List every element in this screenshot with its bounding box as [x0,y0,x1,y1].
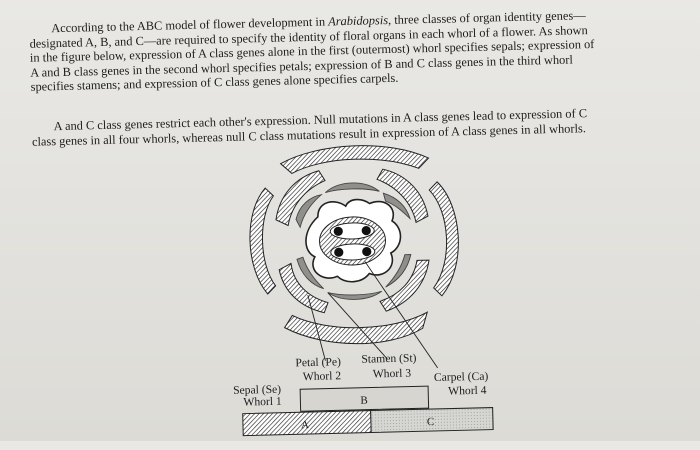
sepal-left [249,187,277,295]
whorl4-label: Whorl 4 [448,384,487,398]
stamen-upper-right [382,192,411,221]
sepal-label: Sepal (Se) [233,383,281,397]
carpel-whorl [305,198,402,283]
gene-c-label: C [427,416,435,428]
petal-upper-left [275,170,326,227]
sepal-right [428,181,459,297]
carpel-leader [364,261,439,369]
stamen-bottom [327,290,383,300]
ovule [333,226,343,236]
gene-b-box [299,385,430,412]
stamen-whorl [295,182,412,300]
stamen-lower-left [296,256,324,290]
stamen-label: Stamen (St) [361,351,417,365]
whorl3-label: Whorl 3 [373,367,412,381]
stamen-leader [327,292,388,360]
gene-b-label: B [360,395,368,407]
petal-label: Petal (Pe) [295,355,341,369]
whorl1-label: Whorl 1 [243,395,282,409]
whorl2-label: Whorl 2 [303,369,342,383]
petal-leader [307,294,326,361]
gene-expression-bars: B A C [242,385,494,437]
petal-whorl [275,168,430,314]
gene-a-label: A [301,419,309,431]
leader-lines [307,261,439,369]
petal-lower-right [379,259,430,312]
sepal-bottom [283,311,429,345]
flower-whorls [249,145,459,345]
ovule [362,246,372,257]
ovule [361,226,371,236]
sepal-top [279,145,430,175]
stamen-upper-left [295,193,323,229]
stamen-lower-right [385,254,412,288]
ovule [334,247,344,257]
ovule-chamber-top [329,222,375,240]
gene-c-box [370,407,494,434]
petal-upper-right [376,168,429,224]
stamen-top [325,182,380,194]
carpel-label: Carpel (Ca) [434,370,489,384]
sepal-whorl [249,145,459,345]
ovule-chamber-bottom [330,243,376,261]
petal-lower-left [278,262,329,314]
